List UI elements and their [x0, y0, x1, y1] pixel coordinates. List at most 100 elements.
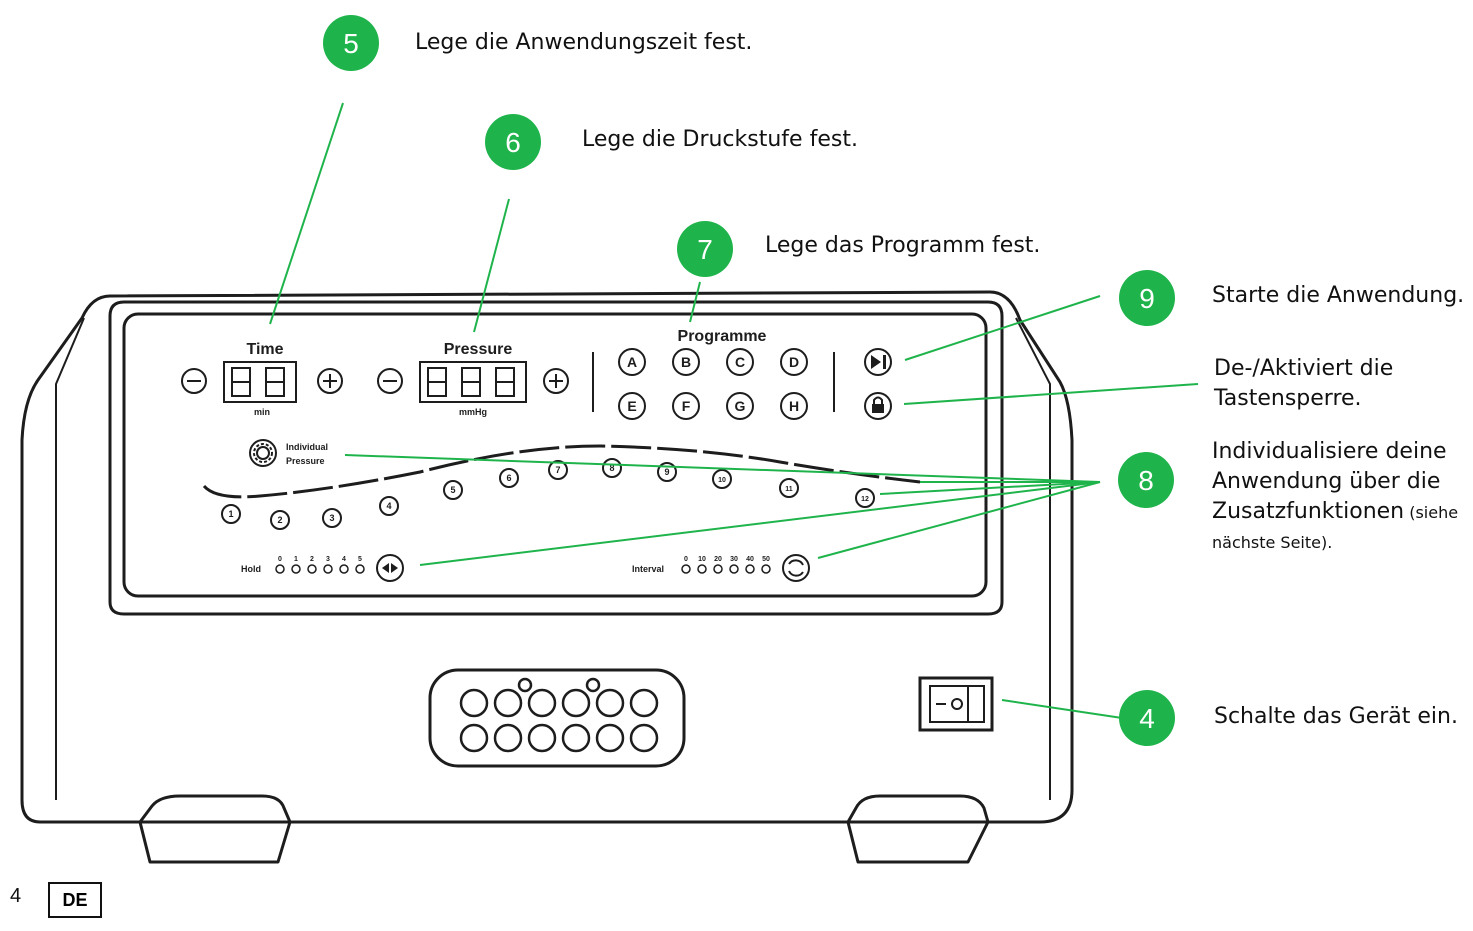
callout-8-line2: Anwendung über die [1212, 469, 1441, 494]
programme-button-label: A [627, 354, 637, 370]
interval-label: Interval [632, 564, 664, 574]
chamber-label: 8 [609, 463, 614, 473]
chamber-label: 5 [450, 485, 455, 495]
callout-5-text: Lege die Anwendungszeit fest. [415, 30, 753, 55]
chamber-label: 9 [664, 467, 669, 477]
time-unit: min [254, 407, 270, 417]
chamber-2: 2 [270, 510, 290, 530]
interval-value: 0 [684, 556, 688, 563]
callout-badge-number: 4 [1139, 703, 1155, 734]
callout-7-text: Lege das Programm fest. [765, 233, 1041, 258]
programme-button-c[interactable]: C [726, 348, 754, 376]
callout-6-text: Lege die Druckstufe fest. [582, 127, 858, 152]
connector-holes [459, 677, 659, 753]
individual-label-1: Individual [286, 442, 328, 452]
hold-led-3: 3 [323, 556, 333, 574]
interval-led-0: 0 [681, 556, 691, 574]
interval-led-40: 40 [745, 556, 755, 574]
gear-icon[interactable] [249, 439, 277, 467]
hold-value: 2 [310, 556, 314, 563]
callout-lock-line2: Tastensperre. [1214, 386, 1362, 411]
pressure-unit: mmHg [459, 407, 487, 417]
programme-button-label: C [735, 354, 745, 370]
pressure-minus-icon[interactable] [377, 368, 403, 394]
chamber-12: 12 [855, 488, 875, 508]
interval-value: 10 [698, 556, 706, 563]
arrows-icon[interactable] [376, 554, 404, 582]
programme-button-label: E [627, 398, 636, 414]
callout-8-line3-small: (siehe [1404, 503, 1459, 522]
chamber-5: 5 [443, 480, 463, 500]
lock-icon[interactable] [864, 392, 892, 420]
programme-button-label: H [789, 398, 799, 414]
interval-value: 30 [730, 556, 738, 563]
hold-label: Hold [241, 564, 261, 574]
pressure-digit-2 [461, 367, 481, 397]
callout-8-line3: Zusatzfunktionen (siehe [1212, 497, 1458, 528]
time-digits [231, 367, 285, 397]
chamber-label: 4 [386, 501, 391, 511]
power-switch-icon[interactable] [918, 676, 994, 732]
chamber-8: 8 [602, 458, 622, 478]
programme-button-a[interactable]: A [618, 348, 646, 376]
callout-8-line4: nächste Seite). [1212, 533, 1333, 552]
programme-button-e[interactable]: E [618, 392, 646, 420]
chamber-label: 6 [506, 473, 511, 483]
hold-led-4: 4 [339, 556, 349, 574]
play-pause-icon[interactable] [864, 348, 892, 376]
chamber-label: 10 [718, 477, 726, 484]
programme-button-label: B [681, 354, 691, 370]
programme-button-d[interactable]: D [780, 348, 808, 376]
pressure-digit-3 [495, 367, 515, 397]
chamber-4: 4 [379, 496, 399, 516]
programme-label: Programme [678, 328, 767, 345]
programme-button-h[interactable]: H [780, 392, 808, 420]
chamber-label: 1 [228, 509, 233, 519]
interval-led-30: 30 [729, 556, 739, 574]
pressure-digit-1 [427, 367, 447, 397]
hold-value: 3 [326, 556, 330, 563]
leg-wave [202, 444, 921, 499]
hold-value: 4 [342, 556, 346, 563]
callout-badge-number: 8 [1138, 465, 1154, 496]
chamber-6: 6 [499, 468, 519, 488]
hold-value: 1 [294, 556, 298, 563]
callout-8-text: Individualisiere deine Anwendung über di… [1212, 437, 1458, 558]
time-display [223, 361, 297, 403]
programme-button-label: D [789, 354, 799, 370]
callout-badge-4: 4 [1119, 690, 1175, 746]
chamber-label: 11 [785, 486, 793, 493]
chamber-10: 10 [712, 469, 732, 489]
hold-value: 5 [358, 556, 362, 563]
time-minus-icon[interactable] [181, 368, 207, 394]
device-body [20, 290, 1074, 824]
callout-badge-5: 5 [323, 15, 379, 71]
time-digit-2 [265, 367, 285, 397]
programme-button-f[interactable]: F [672, 392, 700, 420]
programme-button-g[interactable]: G [726, 392, 754, 420]
callout-badge-number: 6 [505, 127, 521, 158]
callout-9-text: Starte die Anwendung. [1212, 283, 1465, 308]
time-plus-icon[interactable] [317, 368, 343, 394]
pressure-label: Pressure [444, 341, 513, 358]
language-badge: DE [48, 882, 102, 918]
callout-8-line1: Individualisiere deine [1212, 439, 1447, 464]
chamber-label: 7 [555, 465, 560, 475]
chamber-1: 1 [221, 504, 241, 524]
pressure-plus-icon[interactable] [543, 368, 569, 394]
interval-value: 50 [762, 556, 770, 563]
refresh-icon[interactable] [782, 554, 810, 582]
callout-badge-6: 6 [485, 114, 541, 170]
hose-connector [428, 668, 686, 768]
callout-4-text: Schalte das Gerät ein. [1214, 704, 1458, 729]
callout-badge-number: 5 [343, 28, 359, 59]
hold-led-1: 1 [291, 556, 301, 574]
programme-button-label: F [682, 398, 691, 414]
programme-button-b[interactable]: B [672, 348, 700, 376]
right-foot [846, 794, 990, 864]
interval-led-10: 10 [697, 556, 707, 574]
hold-led-2: 2 [307, 556, 317, 574]
pressure-display [419, 361, 527, 403]
